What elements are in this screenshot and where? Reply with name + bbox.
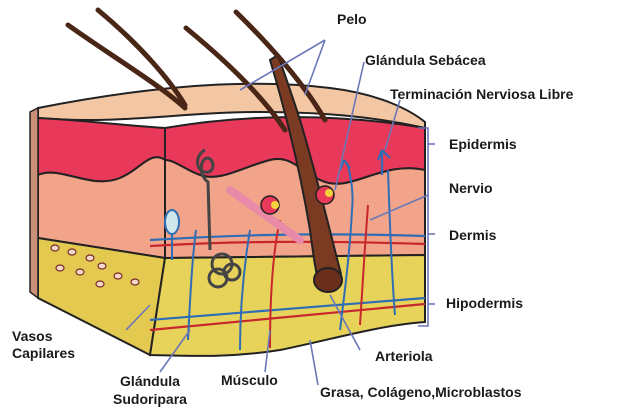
label-grasa: Grasa, Colágeno,Microblastos [320,384,522,401]
front-hypodermis [38,238,165,355]
hair-bulb [314,268,342,292]
label-vasos: Vasos [12,328,52,345]
side-edge [30,108,38,298]
label-terminacion-nerviosa: Terminación Nerviosa Libre [390,86,573,103]
label-epidermis: Epidermis [449,136,517,153]
label-dermis: Dermis [449,227,496,244]
label-musculo: Músculo [221,372,278,389]
label-sudoripara: Sudoripara [100,391,200,408]
label-capilares: Capilares [12,345,75,362]
label-arteriola: Arteriola [375,348,433,365]
label-nervio: Nervio [449,180,493,197]
label-hipodermis: Hipodermis [446,295,523,312]
label-glandula-sebacea: Glándula Sebácea [365,52,486,69]
label-pelo: Pelo [337,11,367,28]
label-glandula: Glándula [100,373,200,390]
